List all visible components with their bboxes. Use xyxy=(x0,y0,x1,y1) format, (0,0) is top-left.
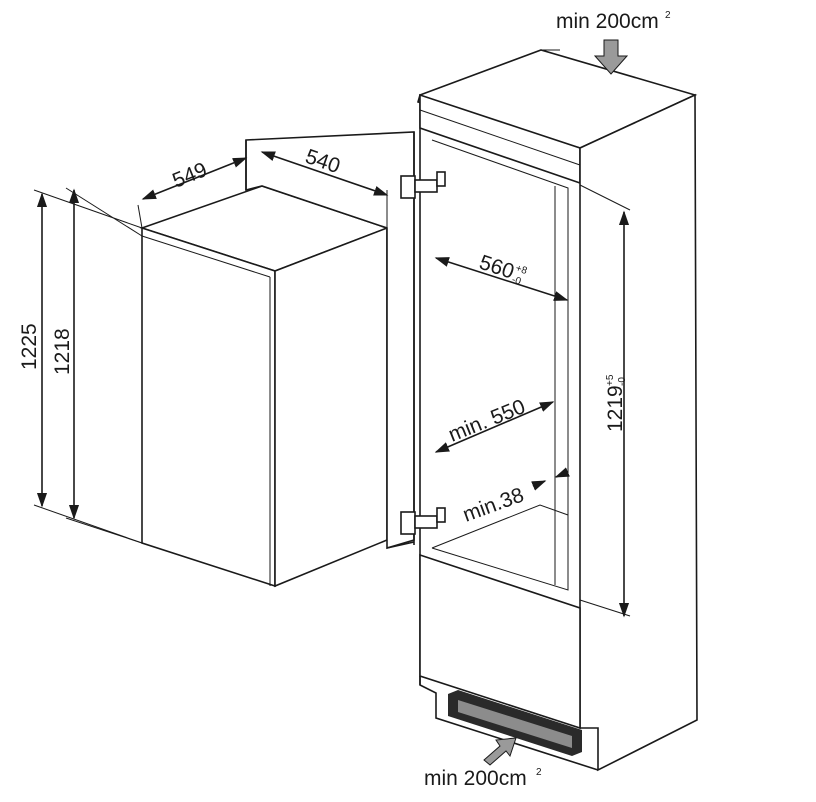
ventilation-top: min 200cm 2 xyxy=(556,10,671,75)
dimension-min-depth: min. 550 xyxy=(434,395,555,453)
niche-width-label: 560 xyxy=(476,251,516,284)
air-inlet-arrow-icon xyxy=(593,39,629,75)
fridge-appliance xyxy=(139,150,390,588)
fridge-side-face xyxy=(274,226,388,588)
dimension-niche-width: 560 +8 -0 xyxy=(434,251,569,301)
vent-bottom-sup: 2 xyxy=(536,767,542,778)
air-outlet-arrow-icon xyxy=(483,737,517,766)
cabinet-side-panel xyxy=(579,93,698,772)
dimension-min-gap: min.38 xyxy=(460,467,570,527)
plinth-vent-grille xyxy=(448,690,582,756)
fridge-front-face xyxy=(141,226,276,588)
niche-height-tol-minus: -0 xyxy=(617,377,628,386)
min-depth-label: min. 550 xyxy=(445,395,528,446)
dimension-niche-height: 1219 +5 -0 xyxy=(579,184,631,618)
niche-height-label: 1219 xyxy=(604,385,627,432)
min-gap-label: min.38 xyxy=(460,484,527,527)
dimension-height-outer: 1225 xyxy=(18,189,143,544)
door-hinges xyxy=(400,171,446,535)
kitchen-cabinet xyxy=(417,49,698,772)
niche-width-tol-plus: +8 xyxy=(514,263,529,277)
niche-height-tol-plus: +5 xyxy=(605,374,616,386)
ventilation-bottom: min 200cm 2 xyxy=(424,737,542,790)
vent-bottom-label: min 200cm xyxy=(424,767,527,790)
vent-top-label: min 200cm xyxy=(556,10,659,33)
depth-label: 549 xyxy=(169,158,210,192)
height-inner-label: 1218 xyxy=(51,328,74,375)
dimension-height-inner: 1218 xyxy=(51,187,143,544)
height-outer-label: 1225 xyxy=(18,323,41,370)
hinge-bottom-icon xyxy=(400,511,416,535)
cabinet-lower-door xyxy=(419,553,581,730)
niche-width-tol-minus: -0 xyxy=(510,274,522,287)
hinge-top-icon xyxy=(400,175,416,199)
vent-top-sup: 2 xyxy=(665,10,671,21)
